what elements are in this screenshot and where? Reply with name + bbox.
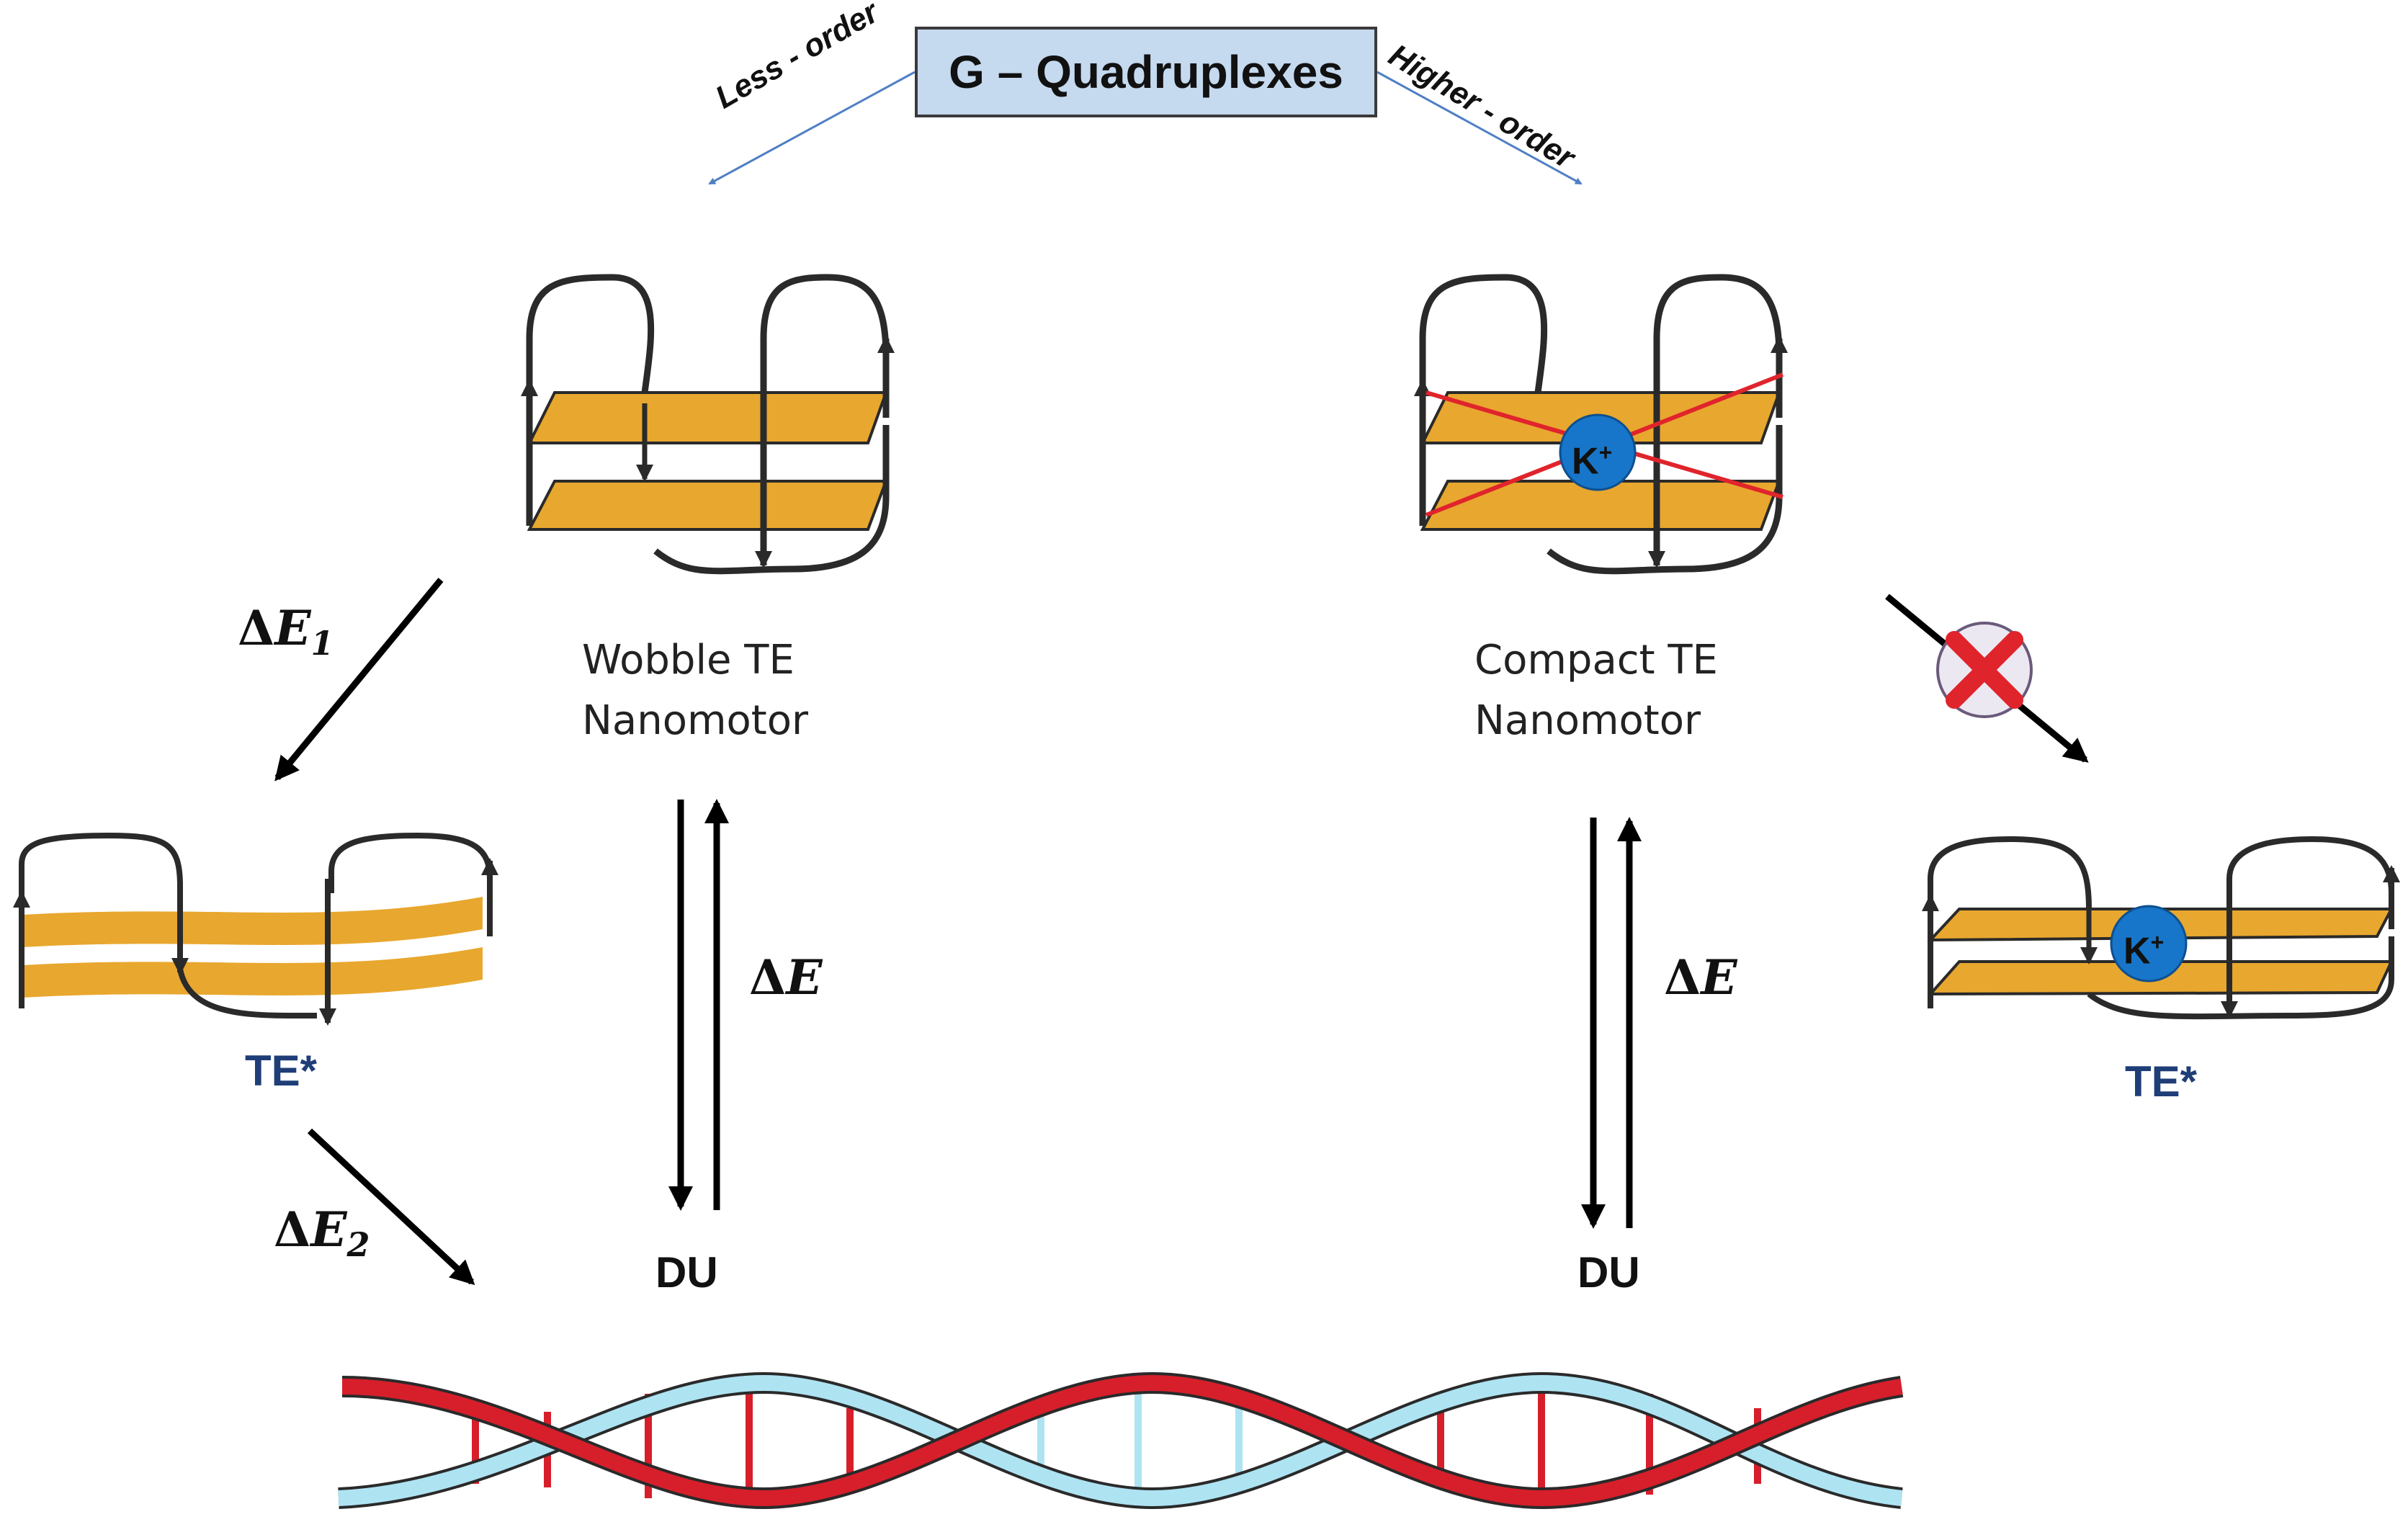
blocked-cross-icon <box>1936 622 2033 718</box>
k-ion-compact <box>1559 413 1637 491</box>
g-quadruplexes-title: G – Quadruplexes <box>915 27 1377 117</box>
dna-double-helix <box>338 1371 1904 1510</box>
te-star-left-label: TE* <box>245 1047 318 1095</box>
k-ion-compact-label: K+ <box>1572 439 1613 483</box>
k-ion-te-star-label: K+ <box>2123 929 2165 972</box>
wobble-te-caption: Wobble TE Nanomotor <box>582 637 809 744</box>
delta-e2-label: ΔE2 <box>274 1201 370 1264</box>
te-star-right-structure <box>1922 836 2400 1020</box>
compact-te-caption: Compact TE Nanomotor <box>1474 637 1718 744</box>
delta-e1-label: ΔE1 <box>238 600 334 663</box>
delta-e-compact-label: ΔE <box>1664 949 1737 1006</box>
te-star-right-label: TE* <box>2125 1057 2198 1106</box>
less-order-arrow <box>708 71 916 185</box>
wobble-te-nanomotor <box>521 274 895 575</box>
compact-equilibrium-arrows <box>1581 817 1642 1229</box>
delta-e2-arrow <box>307 1128 475 1286</box>
compact-te-nanomotor <box>1414 274 1788 575</box>
delta-e-wobble-label: ΔE <box>749 949 823 1006</box>
k-ion-te-star <box>2110 905 2188 982</box>
title-text: G – Quadruplexes <box>949 46 1343 98</box>
higher-order-arrow <box>1377 71 1583 185</box>
du-left-label: DU <box>655 1248 718 1297</box>
delta-e1-arrow <box>274 578 444 782</box>
du-right-label: DU <box>1577 1248 1640 1297</box>
te-star-left-structure <box>13 832 498 1026</box>
wobble-equilibrium-arrows <box>668 799 729 1211</box>
